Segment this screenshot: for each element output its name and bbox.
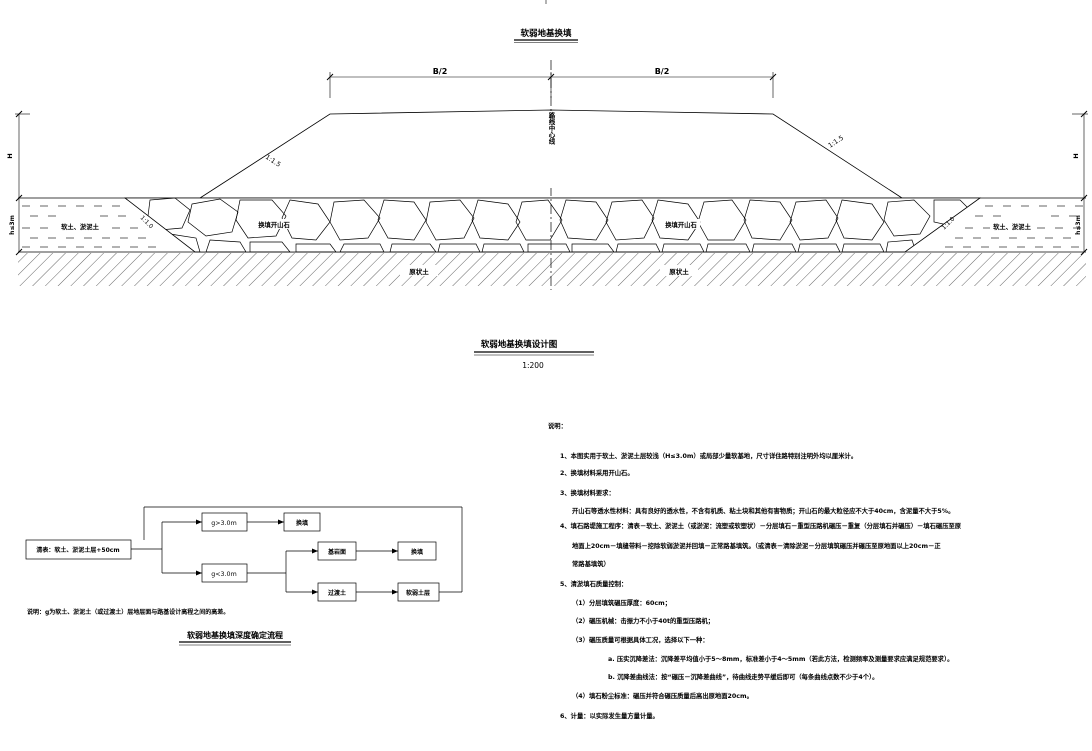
flowchart-footnote: 说明：g为软土、淤泥土（或过渡土）层地层面与路基设计高程之间的高差。 [27, 609, 230, 616]
fill-label-right: 换填开山石 [665, 220, 697, 229]
base-soil-label-bg-left [400, 265, 438, 276]
soft-soil-label-left: 软土、淤泥土 [61, 222, 99, 231]
b-half-label-left: B/2 [433, 67, 448, 76]
note-line-12: a. 压实沉降差法：沉降差平均值小于5～8mm，标准差小于4～5mm（若此方法，… [608, 656, 954, 663]
drawing-title: 软弱地基换填设计图 [481, 339, 558, 350]
note-line-3: 3、换填材料要求： [560, 490, 615, 497]
rock-stones [147, 198, 971, 252]
fill-label-bg-left [255, 219, 293, 229]
b-half-label-right: B/2 [655, 67, 670, 76]
flow-gt-text: g>3.0m [211, 520, 236, 527]
base-soil-label-bg-right [660, 265, 698, 276]
flow-transition-box [317, 582, 357, 602]
flowchart-title: 软弱地基换填深度确定流程 [187, 630, 283, 640]
notes-heading: 说明： [548, 423, 567, 430]
flow-replace-box-1 [283, 512, 321, 532]
fill-label-bg-right [662, 219, 700, 229]
flow-gt-box [201, 512, 248, 532]
flow-replace-text-2: 换填 [411, 548, 423, 556]
note-line-15: 6、计量：以实际发生量方量计量。 [560, 713, 659, 720]
base-soil-hatch [18, 253, 1086, 286]
note-line-6: 地面上20cm－填缝带料－挖除软弱淤泥并回填－正常路基填筑。（或清表－清除淤泥－… [572, 543, 941, 550]
note-line-5: 4、填石路堤施工程序：清表－软土、淤泥土（或淤泥：流塑或软塑状）－分层填石－重型… [560, 523, 962, 530]
note-line-11: （3）碾压质量可根据具体工况，选择以下一种： [572, 637, 709, 644]
soft-soil-label-bg-left [58, 221, 102, 231]
flow-replace-box-2 [397, 541, 437, 561]
note-line-10: （2）碾压机械：击振力不小于40t的重型压路机； [572, 618, 715, 625]
section-title: 软弱地基换填 [520, 28, 572, 39]
drawing-scale: 1:200 [522, 361, 544, 370]
note-line-4: 开山石等透水性材料：具有良好的透水性，不含有机质、粘土块和其他有害物质；开山石的… [572, 508, 955, 515]
soft-soil-left [22, 205, 156, 248]
note-line-9: （1）分层填筑碾压厚度：60cm； [572, 600, 672, 607]
height-dimension-left [15, 110, 30, 256]
flow-base-text: 基岩面 [327, 548, 346, 556]
note-line-1: 1、本图实用于软土、淤泥土层较浅（H≤3.0m）或局部少量软基地，尺寸详住路特别… [560, 453, 858, 460]
flow-replace-text-1: 换填 [296, 519, 308, 527]
note-line-13: b. 沉降差曲线法：按“碾压－沉降差曲线”，待曲线走势平缓后即可（每条曲线点数不… [608, 674, 879, 681]
soft-soil-right [945, 205, 1083, 248]
depth-mark-right: h≤3m [1075, 215, 1082, 235]
note-line-2: 2、换填材料采用开山石。 [560, 470, 634, 477]
height-mark-right: H [1072, 153, 1080, 158]
flow-lt-box [201, 563, 248, 583]
note-line-8: 5、清淤填石质量控制： [560, 581, 628, 588]
depth-mark-left: h≤3m [9, 215, 16, 235]
base-soil-label-left: 原状土 [409, 267, 429, 276]
flow-transition-text: 过渡土 [328, 589, 346, 597]
fill-label-left: 换填开山石 [258, 220, 290, 229]
flowchart-arrows [196, 519, 398, 595]
note-line-7: 常路基填筑） [572, 561, 610, 568]
dimension-b-half [326, 72, 777, 98]
slope-label-right: 1:1.5 [827, 134, 845, 150]
slope-label-left: 1:1.5 [264, 153, 282, 169]
note-line-14: （4）填石粉尘标准：碾压并符合碾压质量后高出原地面20cm。 [572, 693, 753, 700]
base-soil-label-right: 原状土 [669, 267, 689, 276]
centerline-label-bg [546, 122, 557, 188]
flow-weak-text: 软弱土层 [406, 589, 430, 597]
flow-base-box [317, 541, 357, 561]
height-dimension-right [1072, 110, 1088, 256]
soft-soil-label-bg-right [990, 221, 1034, 231]
flow-start-box [25, 539, 132, 560]
flow-lt-text: g<3.0m [211, 571, 236, 578]
flow-weak-box [397, 582, 440, 602]
centerline-label: 路线中心线 [547, 110, 555, 145]
height-mark-left: H [6, 153, 14, 158]
flow-start-text: 清表：软土、淤泥土层+50cm [36, 546, 119, 554]
soft-soil-label-right: 软土、淤泥土 [993, 222, 1031, 231]
